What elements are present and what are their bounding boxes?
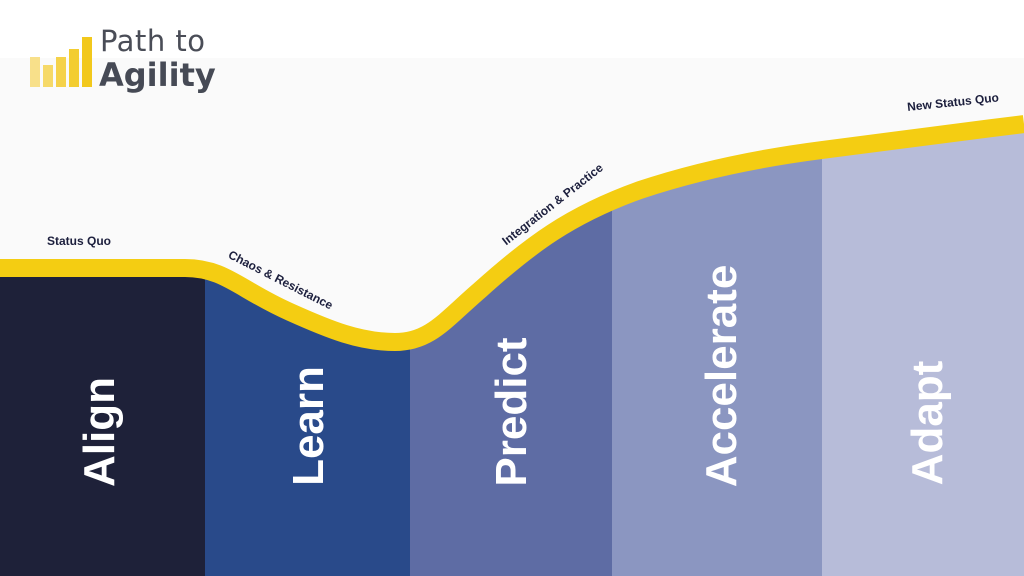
stage-label-align: Align	[75, 377, 124, 487]
transformation-curve	[0, 115, 1024, 352]
bar-chart-icon	[30, 32, 92, 87]
stage-label-learn: Learn	[284, 366, 333, 486]
stage-column-predict	[410, 124, 612, 576]
stage-label-adapt: Adapt	[903, 360, 952, 486]
stage-label-predict: Predict	[487, 337, 536, 487]
logo-text-line1: Path to	[100, 24, 206, 58]
logo-text-line2: Agility	[99, 56, 216, 94]
curve-label-status-quo: Status Quo	[47, 234, 112, 248]
stage-label-accelerate: Accelerate	[697, 264, 746, 488]
path-to-agility-logo: Path to Agility	[30, 24, 230, 96]
stage-column-accelerate	[612, 124, 822, 576]
header-band	[0, 0, 1024, 58]
stage-column-adapt	[822, 124, 1024, 576]
